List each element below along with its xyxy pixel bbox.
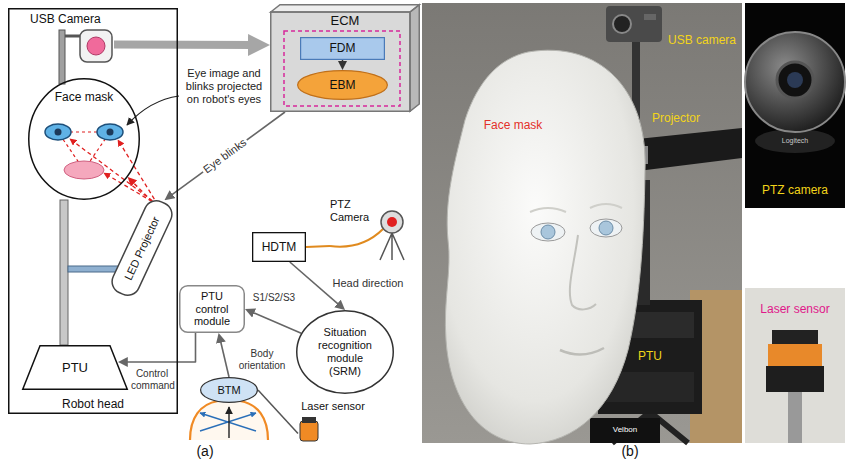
edge-label: S1/S2/S3 [251, 292, 297, 304]
panel-label: (a) [196, 443, 213, 460]
node-label: FDM [330, 41, 356, 55]
node-label: EBM [329, 78, 355, 92]
connector-line [220, 339, 229, 377]
node-label: PTU [62, 360, 88, 375]
module-box: FDM [300, 37, 385, 60]
module-circle: Situation recognition module (SRM) [296, 310, 394, 394]
connector-line [169, 112, 285, 197]
photo-label: Face mask [484, 118, 543, 132]
module-box: ECM FDM EBM [270, 4, 420, 112]
edge-label: Head direction [331, 277, 406, 290]
connector [258, 390, 298, 434]
photo-label: PTZ camera [762, 183, 828, 197]
node-label: Laser sensor [301, 400, 365, 413]
node-label: ECM [331, 13, 360, 28]
connector [251, 311, 302, 333]
module-ellipse: EBM [297, 70, 388, 100]
laser-sensor: Laser sensor [298, 400, 368, 442]
photo-label: USB camera [668, 33, 736, 47]
photo-label: Laser sensor [760, 302, 829, 316]
edge-label: Control command [129, 368, 175, 392]
edge-label: Body orientation [233, 348, 291, 372]
node-label: BTM [217, 384, 240, 397]
connector [342, 60, 343, 65]
face-mask: Face mask [28, 78, 140, 200]
connector [169, 112, 285, 197]
connector [220, 339, 229, 377]
photo-label: Projector [652, 111, 700, 125]
robot-head-frame: Robot head USB CameraFace maskLED Project… [8, 8, 178, 414]
node-label: Robot head [62, 397, 124, 411]
node-label: Face mask [55, 90, 114, 104]
brand-mark: Logitech [782, 137, 808, 145]
connector [114, 44, 257, 46]
ptz-camera: PTZ Camera [330, 198, 412, 262]
connector-line [342, 60, 344, 65]
photo-label: PTU [638, 349, 662, 363]
connector [124, 333, 196, 362]
connector-line [258, 390, 298, 434]
body-tracker: BTM [200, 377, 258, 403]
module-box: PTU control module [179, 285, 245, 333]
connector-line [114, 40, 257, 49]
edge-label: Eye blinks [199, 135, 250, 177]
node-label: HDTM [262, 240, 297, 254]
connector-line [124, 333, 196, 362]
node-label: Situation recognition module (SRM) [312, 326, 378, 378]
module-box: HDTM [252, 232, 306, 262]
node-label: LED Projector [122, 214, 163, 282]
connector-line [306, 246, 330, 247]
brand-mark: Velbon [613, 425, 637, 434]
node-label: PTU control module [183, 290, 241, 329]
connector-line [251, 311, 302, 333]
connector [306, 246, 330, 247]
node-label: PTZ Camera [330, 198, 376, 224]
panel-label: (b) [621, 443, 638, 460]
ptu-base: PTU [22, 345, 128, 390]
node-label: USB Camera [30, 12, 101, 26]
led-projector: LED Projector [108, 196, 176, 300]
usb-camera: USB Camera [30, 12, 114, 66]
callout-note: Eye image and blinks projected on robot'… [182, 67, 266, 106]
